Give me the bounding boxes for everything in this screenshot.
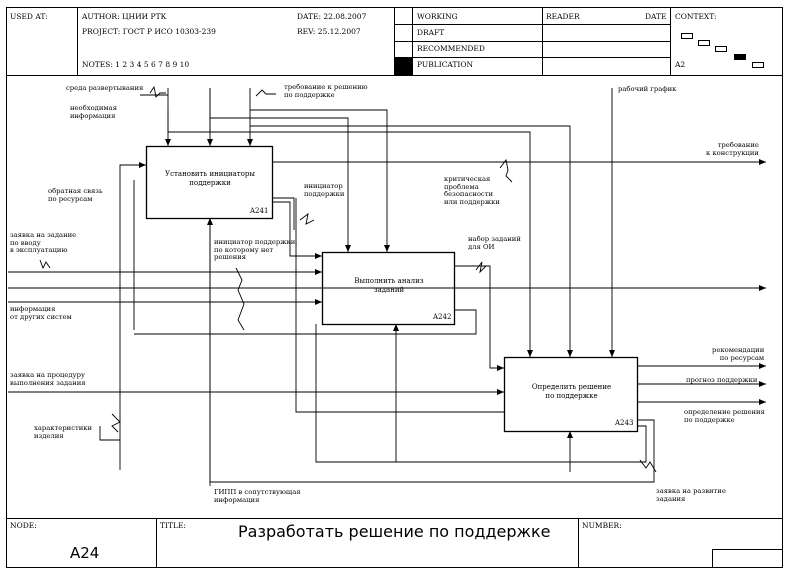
label-ops-request: заявка на задание по вводу в эксплуатаци… [10,231,77,254]
activity-box-a242 [321,251,456,326]
label-forecast: прогноз поддержки [686,376,758,384]
box-a241-title: Установить инициаторы поддержки [165,170,255,187]
label-design-req: требование к конструкции [706,141,759,157]
box-a242-title: Выполнить анализ заданий [354,277,424,294]
label-critical: критическая проблема безопасности или по… [444,175,500,206]
box-a243-title: Определить решение по поддержке [531,383,612,400]
reader-date-label: DATE [645,12,667,21]
status-recommended: RECOMMENDED [417,44,485,53]
context-label: CONTEXT: [675,12,717,21]
used-at-label: USED AT: [10,12,48,21]
label-no-solution: инициатор поддержки, по которому нет реш… [214,238,298,261]
notes-field: NOTES: 1 2 3 4 5 6 7 8 9 10 [82,60,190,69]
label-recommend: рекомендации по ресурсам [712,346,765,362]
context-thumbnail [681,33,764,68]
label-support-req: требование к решению по поддержке [284,83,368,99]
label-other-sys: информация от других систем [10,305,72,321]
label-decision: определение решения по поддержке [684,408,765,424]
node-value: A24 [70,544,100,562]
arrow-env-a243 [167,110,533,357]
label-env: среда развертывания [66,84,144,92]
label-proc-request: заявка на процедуру выполнения задания [10,371,86,387]
publication-marker [395,58,412,75]
reader-label: READER [546,12,580,21]
arrow-feedback [119,162,146,470]
status-publication: PUBLICATION [417,60,474,69]
diagram-title: Разработать решение по поддержке [238,522,551,541]
frame-border [6,7,783,568]
author-field: AUTHOR: ЦНИИ РТК [82,12,167,21]
label-task-set: набор заданий для ОИ [468,235,521,251]
label-needed-info: необходимая информация [70,104,118,120]
title-label: TITLE: [160,521,186,530]
number-label: NUMBER: [582,521,622,530]
label-schedule: рабочий график [618,85,677,93]
node-label: NODE: [10,521,37,530]
arrow-loop-left [295,198,504,413]
arrow-initiator [272,201,322,259]
project-field: PROJECT: ГОСТ Р ИСО 10303-239 [82,27,216,36]
label-gipp: ГИПП в сопутствующая информация [214,488,301,504]
status-draft: DRAFT [417,28,445,37]
status-working: WORKING [417,12,458,21]
date-field: DATE: 22.08.2007 [297,12,367,21]
label-characteristics: характеристики изделия [34,424,93,440]
arrow-support-req-a242 [250,109,390,252]
rev-field: REV: 25.12.2007 [297,27,361,36]
label-initiator: инициатор поддержки [304,182,345,198]
context-node: A2 [675,60,686,69]
label-feedback: обратная связь по ресурсам [48,187,103,203]
arrow-loop-a242 [315,324,647,463]
box-a241-id: A241 [250,207,269,215]
box-a243-id: A243 [615,419,634,427]
label-dev-request: заявка на развитие задания [656,487,726,503]
arrow-task-set [454,265,504,371]
arrow-a242-feedback [134,309,477,335]
arrow-support-a243 [250,125,573,357]
box-a242-id: A242 [433,313,452,321]
